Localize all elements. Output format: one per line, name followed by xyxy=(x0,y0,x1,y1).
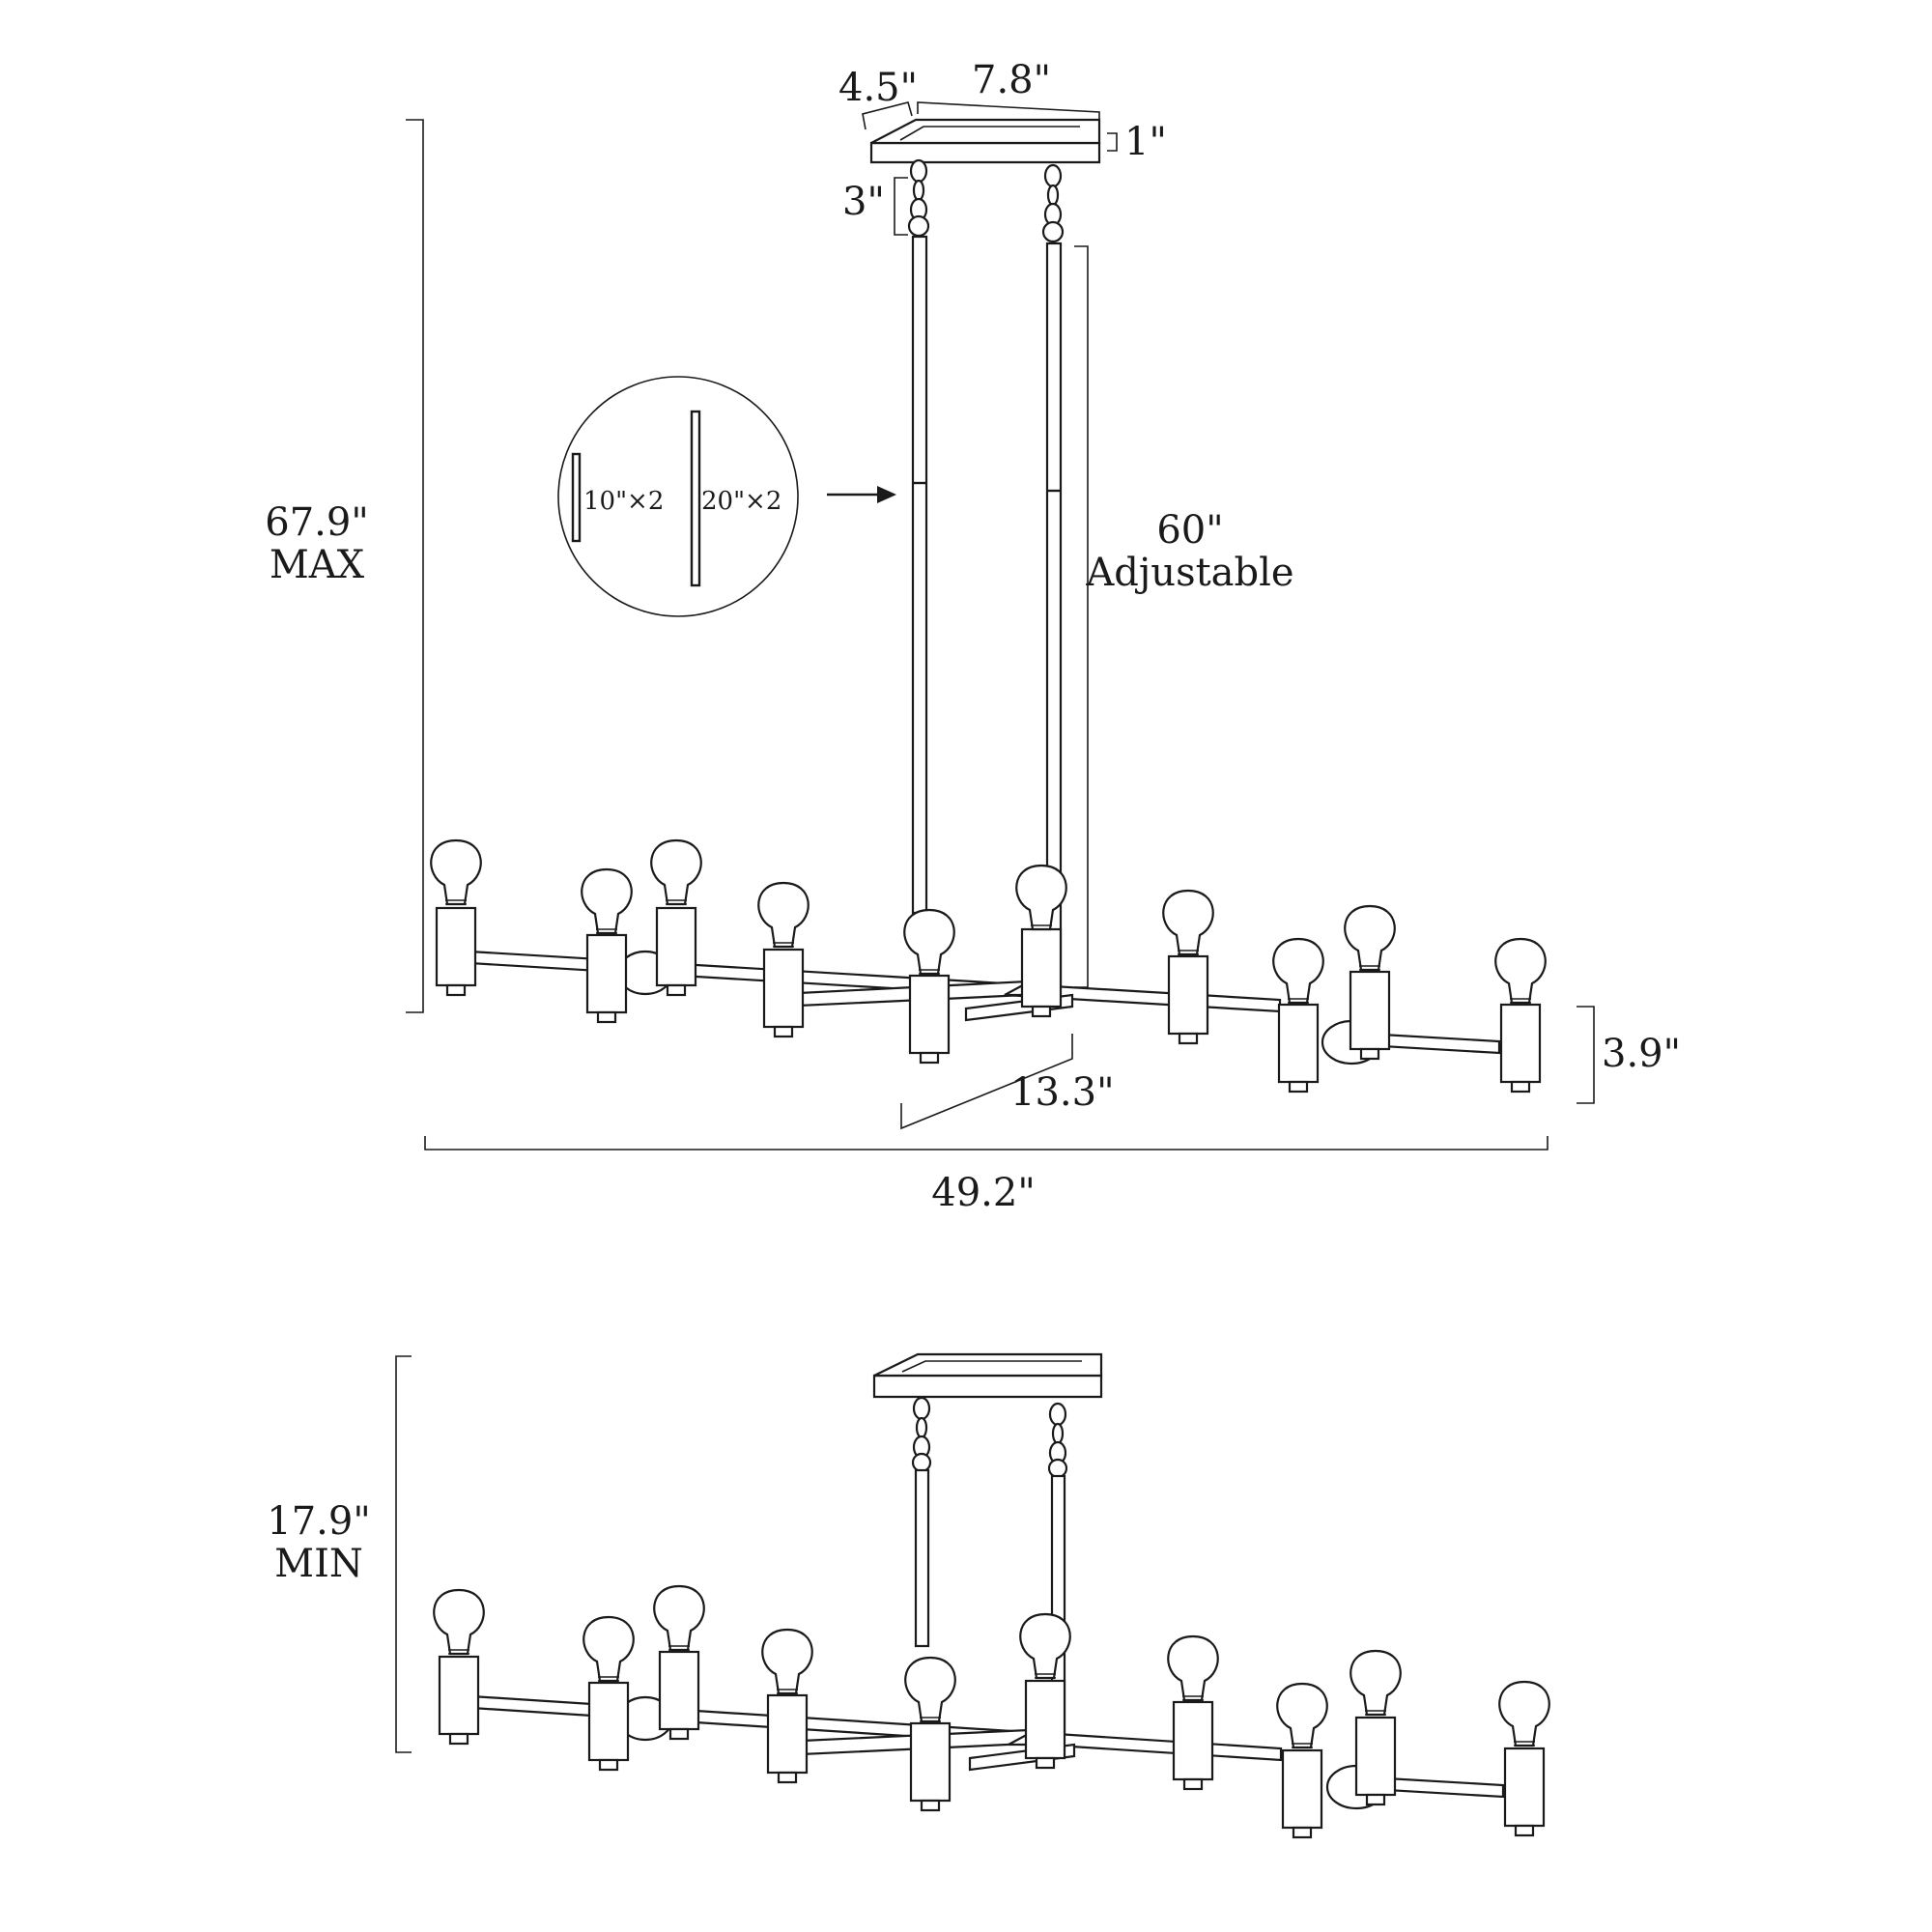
chain-length-label: 3" xyxy=(842,180,885,224)
fixture-width-label: 49.2" xyxy=(931,1171,1035,1215)
min-view: 17.9" MIN xyxy=(267,1352,1550,1839)
long-rods-label: 20"×2 xyxy=(701,487,781,516)
rod-adjustable-value: 60" xyxy=(1156,508,1223,553)
canopy xyxy=(872,1352,1103,1399)
canopy xyxy=(869,118,1101,164)
lamps xyxy=(430,838,1547,1094)
chains xyxy=(907,158,1065,243)
canopy-depth-label: 4.5" xyxy=(838,66,918,110)
max-height-label: MAX xyxy=(270,543,365,587)
canopy-height-label: 1" xyxy=(1124,120,1167,164)
max-height-value: 67.9" xyxy=(265,500,368,545)
min-height-label: MIN xyxy=(274,1542,363,1586)
min-height-dimension-line xyxy=(395,1355,412,1753)
rod-detail-callout: 10"×2 20"×2 xyxy=(557,376,799,617)
rod-callout-arrow xyxy=(827,486,896,503)
fixture-depth-label: 13.3" xyxy=(1010,1070,1114,1115)
min-height-value: 17.9" xyxy=(267,1499,370,1544)
canopy-width-label: 7.8" xyxy=(972,58,1051,102)
lamps xyxy=(433,1584,1550,1839)
chains xyxy=(911,1396,1068,1479)
max-view: 4.5" 7.8" 1" 3" 60" Adjustable 67.9" MAX… xyxy=(265,58,1681,1215)
dimension-lines xyxy=(406,101,1595,1151)
short-rods-label: 10"×2 xyxy=(583,487,664,516)
rod-adjustable-label: Adjustable xyxy=(1085,551,1293,595)
fixture-height-label: 3.9" xyxy=(1602,1032,1681,1076)
